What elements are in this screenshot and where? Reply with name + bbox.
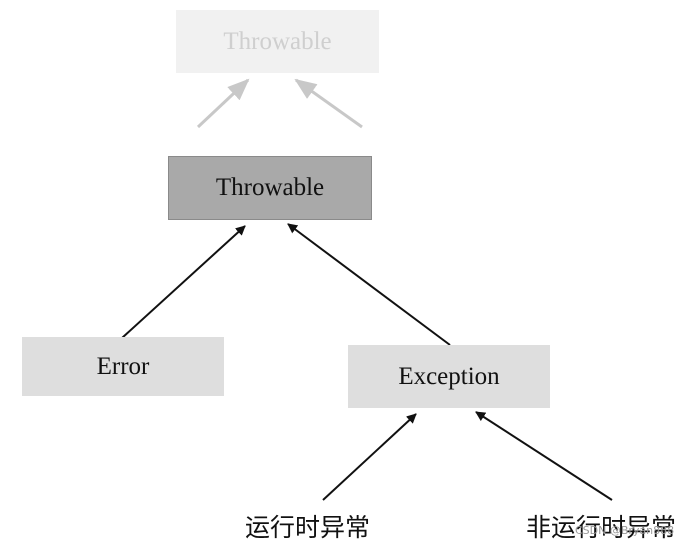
ghost-throwable-label: Throwable: [223, 27, 332, 55]
throwable-label: Throwable: [215, 174, 325, 201]
csdn-watermark: CSDN @Bryan888: [575, 524, 675, 537]
non-runtime-exception-label: 非运行时异常: [526, 513, 677, 542]
exception-node: Exception: [348, 345, 550, 408]
arrow-runtime-to-exception: [322, 413, 417, 501]
arrow-exception-to-throwable: [287, 223, 451, 346]
ghost-arrow-right: [294, 78, 363, 129]
ghost-throwable-node: Throwable: [176, 10, 379, 73]
ghost-arrow-left: [196, 78, 250, 129]
error-label: Error: [96, 352, 150, 380]
runtime-exception-label: 运行时异常: [245, 513, 371, 542]
arrow-nonruntime-to-exception: [475, 411, 613, 501]
arrow-error-to-throwable: [121, 225, 246, 339]
error-node: Error: [22, 337, 224, 396]
exception-label: Exception: [398, 362, 500, 390]
throwable-node: Throwable: [168, 156, 372, 220]
